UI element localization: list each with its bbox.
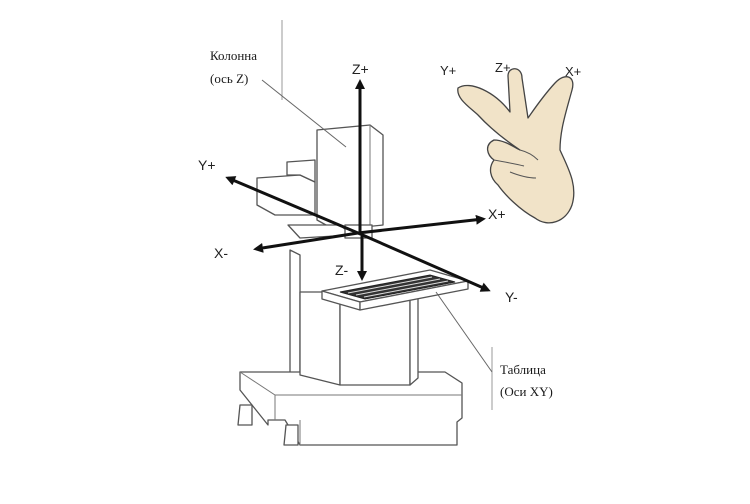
hand-z-plus-label: Z+ xyxy=(495,60,511,75)
xy-table xyxy=(321,269,469,311)
table-callout-title: Таблица xyxy=(500,362,546,377)
table-pedestal xyxy=(299,287,419,386)
hand-x-plus-label: X+ xyxy=(565,64,581,79)
callout-leaders xyxy=(261,20,493,410)
column-callout: Колонна (ось Z) xyxy=(210,47,257,87)
z-plus-label: Z+ xyxy=(352,61,369,77)
table-callout-axes: (Оси XY) xyxy=(500,384,553,399)
machine-foot-left xyxy=(237,404,253,426)
y-minus-arrow xyxy=(357,231,491,292)
x-minus-arrow xyxy=(253,231,359,253)
right-hand-rule-illustration: Y+ Z+ X+ xyxy=(440,60,581,224)
z-minus-label: Z- xyxy=(335,262,349,278)
axis-arrows xyxy=(225,79,491,292)
machine-foot-front xyxy=(283,424,299,446)
x-plus-label: X+ xyxy=(488,206,506,222)
machine-base xyxy=(237,371,463,446)
hand-icon xyxy=(457,68,575,224)
x-minus-label: X- xyxy=(214,245,228,261)
x-plus-arrow xyxy=(357,214,486,235)
spindle-head xyxy=(256,124,384,239)
column-callout-axis: (ось Z) xyxy=(210,71,249,86)
table-callout: Таблица (Оси XY) xyxy=(500,361,553,400)
milling-machine xyxy=(237,124,469,446)
y-plus-label: Y+ xyxy=(198,157,216,173)
y-plus-arrow xyxy=(225,176,359,235)
column-callout-title: Колонна xyxy=(210,48,258,63)
table-callout-leader xyxy=(435,291,493,373)
y-minus-label: Y- xyxy=(505,289,518,305)
hand-y-plus-label: Y+ xyxy=(440,63,456,78)
column-callout-leader xyxy=(261,79,347,148)
